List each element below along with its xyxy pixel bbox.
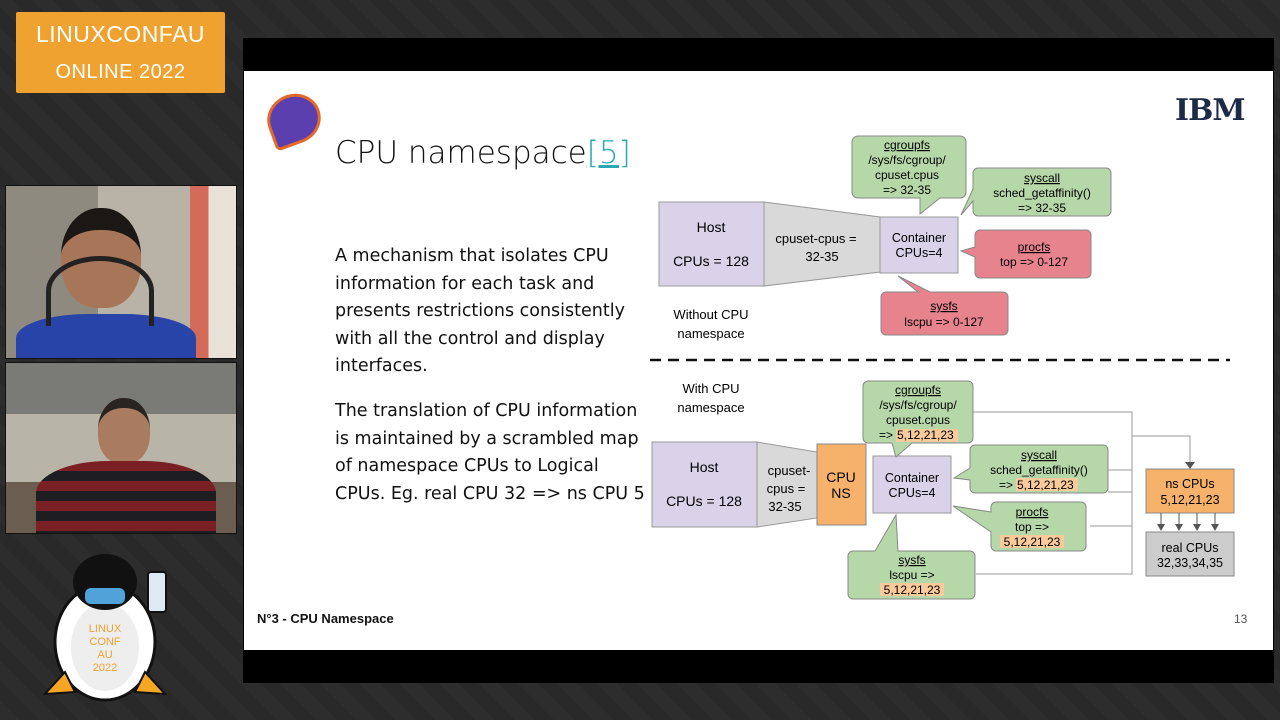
connector-lines (970, 411, 1191, 575)
highlight-mark (1016, 478, 1078, 491)
container-box-bottom (872, 455, 952, 514)
slide-title: CPU namespace[5] (335, 135, 631, 171)
slide-title-text: CPU namespace (335, 135, 587, 171)
container-line1: Container (892, 231, 946, 245)
cgroupfs-callout-top (851, 135, 967, 216)
syscall-line-top: => 32-35 (1018, 201, 1066, 215)
highlight-mark (1000, 535, 1064, 548)
slide-paragraph-2: The translation of CPU information is ma… (335, 401, 645, 504)
mapping-arrows (1160, 513, 1216, 525)
reference-link[interactable]: [5] (586, 135, 631, 171)
caption-with-line2: namespace (677, 400, 744, 415)
syscall-title-top: syscall (1024, 171, 1060, 185)
page-number: 13 (1234, 612, 1248, 626)
highlight-mark (880, 583, 944, 596)
host-label: Host (697, 219, 726, 235)
mascot-text-1: LINUX (89, 623, 122, 635)
container-bottom-line1: Container (885, 471, 939, 485)
host-head (98, 398, 150, 464)
host-label-bottom: Host (690, 459, 719, 475)
ns-cpus-line2: 5,12,21,23 (1160, 493, 1219, 507)
cgroupfs-line-top: => 32-35 (883, 183, 931, 197)
cpuset-bottom-line1: cpuset- (768, 463, 811, 478)
container-line2: CPUs=4 (896, 246, 943, 260)
sysfs-value-bottom: 5,12,21,23 (884, 583, 941, 597)
container-box (879, 216, 959, 274)
conference-logo: LINUXCONFAU ONLINE 2022 (16, 12, 225, 93)
procfs-title-bottom: procfs (1016, 505, 1049, 519)
container-bottom-line2: CPUs=4 (889, 486, 936, 500)
mascot-text-4: 2022 (93, 662, 117, 674)
host-cpus: CPUs = 128 (673, 253, 749, 269)
cpuset-line2: 32-35 (805, 249, 838, 264)
slide-footer: N°3 - CPU Namespace (257, 611, 394, 626)
syscall-line-bottom: sched_getaffinity() (990, 463, 1088, 477)
syscall-value-bottom: 5,12,21,23 (1017, 478, 1074, 492)
procfs-line-bottom: top => (1015, 520, 1049, 534)
mascot-text-3: AU (97, 649, 112, 661)
procfs-line-top: top => 0-127 (1000, 255, 1068, 269)
cpu-ns-box (816, 443, 867, 526)
headset-icon (46, 256, 154, 326)
tux-mascot-icon: LINUX CONF AU 2022 (42, 554, 168, 702)
ns-cpus-box (1145, 468, 1235, 514)
syscall-line-top: sched_getaffinity() (993, 186, 1091, 200)
host-webcam (5, 362, 237, 534)
cgroupfs-line-bottom: cpuset.cpus (886, 413, 950, 427)
syscall-callout-top (960, 167, 1112, 217)
speaker-webcam (5, 185, 237, 359)
syscall-prefix-bottom: => (999, 478, 1013, 492)
sysfs-callout-top (880, 275, 1009, 336)
sysfs-line-top: lscpu => 0-127 (904, 315, 984, 329)
cgroupfs-line-top: /sys/fs/cgroup/ (868, 153, 946, 167)
mapping-arrowheads-icon (1157, 524, 1219, 531)
host-box-bottom (651, 441, 758, 528)
ibm-logo: IBM (1175, 93, 1246, 128)
highlight-mark (896, 429, 958, 442)
sysfs-title-bottom: sysfs (898, 553, 925, 567)
cpu-ns-line1: CPU (826, 469, 856, 485)
cgroupfs-line-top: cpuset.cpus (875, 168, 939, 182)
procfs-value-bottom: 5,12,21,23 (1004, 535, 1061, 549)
sysfs-title-top: sysfs (930, 299, 957, 313)
host-box (658, 201, 765, 287)
cgroupfs-title-top: cgroupfs (884, 138, 930, 152)
caption-without-line2: namespace (677, 326, 744, 341)
caption-without-line1: Without CPU (673, 307, 748, 322)
sysfs-callout-bottom (847, 513, 976, 600)
procfs-title-top: procfs (1018, 240, 1051, 254)
mascot-text-2: CONF (89, 636, 120, 648)
cgroupfs-prefix-bottom: => (879, 428, 893, 442)
logo-line1: LINUXCONFAU (35, 21, 206, 47)
cpuset-bottom-line3: 32-35 (768, 499, 801, 514)
cgroupfs-title-bottom: cgroupfs (895, 383, 941, 397)
slide-paragraph-1: A mechanism that isolates CPU informatio… (335, 246, 625, 376)
host-shirt (36, 461, 216, 533)
host-cpus-bottom: CPUs = 128 (666, 493, 742, 509)
real-cpus-line2: 32,33,34,35 (1157, 556, 1223, 570)
ns-cpus-line1: ns CPUs (1165, 477, 1214, 491)
syscall-title-bottom: syscall (1021, 448, 1057, 462)
cgroupfs-value-bottom: 5,12,21,23 (897, 428, 954, 442)
caption-with-line1: With CPU (682, 381, 739, 396)
procfs-callout-top (959, 229, 1092, 279)
cpuset-bottom-line2: cpus = (767, 481, 806, 496)
cpuset-line1: cpuset-cpus = (775, 231, 856, 246)
cpu-ns-line2: NS (831, 485, 850, 501)
real-cpus-box (1145, 531, 1235, 577)
real-cpus-line1: real CPUs (1162, 541, 1219, 555)
arrow-icon (1185, 462, 1195, 469)
sysfs-line-bottom: lscpu => (889, 568, 934, 582)
cgroupfs-line-bottom: /sys/fs/cgroup/ (879, 398, 957, 412)
logo-line2: ONLINE 2022 (55, 61, 186, 83)
